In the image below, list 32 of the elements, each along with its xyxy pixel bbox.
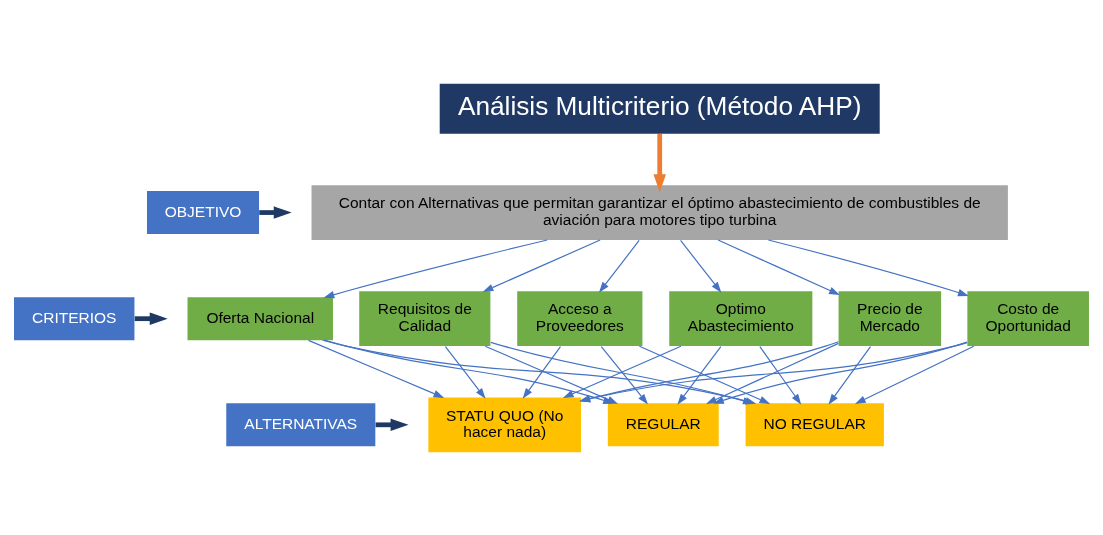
node-box: Acceso a Proveedores [517,290,643,346]
arrow [759,345,802,405]
node-box: Análisis Multicriterio (Método AHP) [439,83,880,134]
node-box: REGULAR [607,402,719,446]
arrow [767,238,969,296]
arrow [134,311,168,325]
node-box: Oferta Nacional [187,296,333,340]
node-box: Requisitos de Calidad [359,290,491,346]
arrow [375,418,409,431]
arrow [680,239,722,293]
arrow [828,345,872,405]
arrow [717,238,840,295]
node-box: Optimo Abastecimiento [669,290,813,346]
node-box: Contar con Alternativas que permitan garantizar el óptimo abastecimiento de combustibles de aviación para motores tipo turbina [311,184,1008,240]
node-box: ALTERNATIVAS [226,402,376,446]
node-box: OBJETIVO [146,190,260,234]
node-box: STATU QUO (No hacer nada) [428,396,581,452]
arrow [522,345,562,399]
arrow [307,339,445,398]
arrow [259,205,292,219]
arrow [598,239,640,293]
arrow [653,133,666,192]
arrow [482,238,601,292]
arrow [444,345,486,399]
arrow [854,345,975,404]
node-box: Costo de Oportunidad [967,290,1089,346]
arrow [677,345,722,405]
arrow [323,238,548,298]
arrow [562,345,682,398]
node-box: CRITERIOS [14,296,135,340]
node-box: NO REGULAR [745,402,884,446]
node-box: Precio de Mercado [838,290,942,346]
